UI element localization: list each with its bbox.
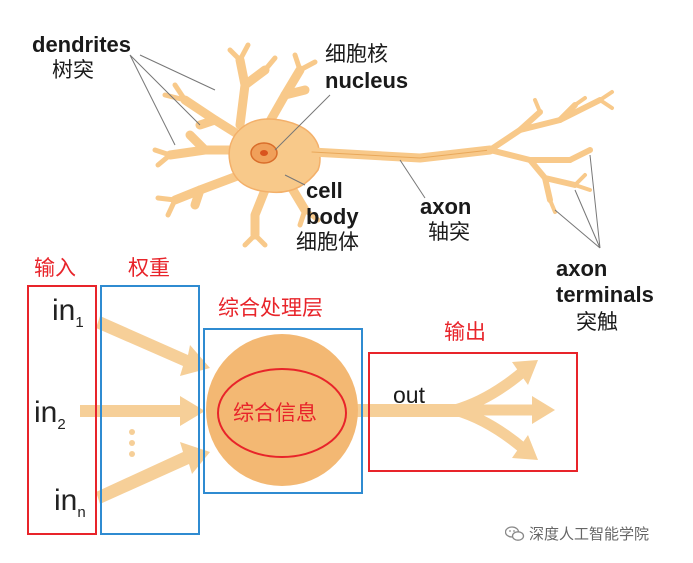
- output-box: [368, 352, 578, 472]
- axon-label-en: axon: [420, 194, 472, 219]
- nucleus-pointer: [274, 94, 331, 151]
- weight-header: 权重: [128, 257, 170, 280]
- output-arrowhead-top: [512, 360, 538, 385]
- input-1-base: in: [52, 294, 76, 327]
- cellbody-pointer: [284, 174, 306, 186]
- output-trunk: [355, 404, 460, 417]
- input-1-subscript: 1: [75, 314, 84, 331]
- out-label: out: [393, 382, 425, 408]
- axon-pointer: [399, 159, 426, 199]
- terminals-label-en-2: terminals: [556, 282, 654, 307]
- input-n-label: inn: [54, 484, 86, 521]
- input-arrow-3: [96, 442, 210, 504]
- terminals-pointer: [554, 154, 601, 249]
- cellbody-label-en-1: cell: [306, 178, 343, 203]
- watermark-text: 深度人工智能学院: [529, 526, 650, 543]
- dendrites-label-en: dendrites: [32, 32, 132, 57]
- watermark: 深度人工智能学院: [504, 523, 650, 544]
- terminals-label-en-1: axon: [556, 256, 608, 281]
- nucleus-label-cn: 细胞核: [325, 43, 388, 66]
- input-box: [27, 285, 97, 535]
- input-2-subscript: 2: [57, 416, 66, 433]
- input-2-label: in2: [34, 396, 66, 433]
- axon-label-cn: 轴突: [428, 221, 470, 244]
- output-header: 输出: [444, 321, 486, 344]
- process-box: [203, 328, 363, 494]
- output-arrowhead-mid: [532, 396, 555, 424]
- weight-box: [100, 285, 200, 535]
- core-ellipse: [217, 368, 347, 458]
- output-arrowhead-bottom: [512, 435, 538, 460]
- input-2-base: in: [34, 396, 58, 429]
- core-label: 综合信息: [233, 402, 317, 425]
- cellbody-label-cn: 细胞体: [296, 231, 359, 254]
- input-n-subscript: n: [77, 504, 86, 521]
- terminals-label-cn: 突触: [576, 311, 618, 334]
- process-header: 综合处理层: [218, 297, 323, 320]
- input-n-base: in: [54, 484, 78, 517]
- input-arrow-2: [80, 396, 205, 426]
- nucleus-label-en: nucleus: [325, 68, 409, 93]
- wechat-icon: [504, 526, 525, 542]
- dendrites-pointer: [129, 54, 216, 146]
- input-header: 输入: [34, 257, 76, 280]
- input-arrow-1: [96, 316, 210, 376]
- dendrites-label-cn: 树突: [52, 59, 94, 82]
- cellbody-label-en-2: body: [306, 204, 359, 229]
- input-1-label: in1: [52, 294, 84, 331]
